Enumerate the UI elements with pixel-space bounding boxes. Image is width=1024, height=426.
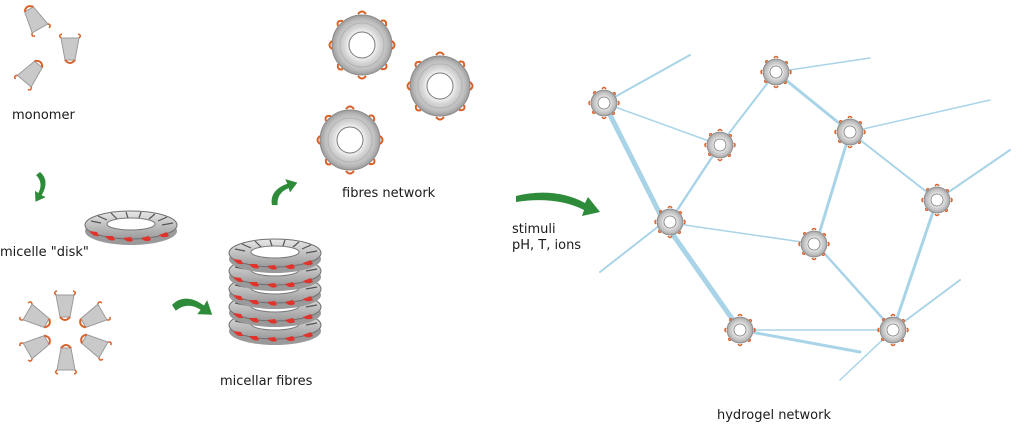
micelle-monomer-ring bbox=[18, 290, 113, 375]
label-stimuli-conditions: pH, T, ions bbox=[512, 238, 582, 253]
monomer-shape bbox=[12, 54, 50, 92]
hydrogel-fibres bbox=[599, 54, 1011, 381]
stimuli-arrow-icon bbox=[516, 192, 600, 216]
fibres-network-rings bbox=[316, 10, 474, 175]
hydrogel-nodes bbox=[588, 55, 953, 347]
arrow-icon bbox=[269, 176, 298, 211]
arrow-icon bbox=[171, 292, 213, 325]
label-micellar-fibres: micellar fibres bbox=[220, 374, 313, 389]
monomers-group bbox=[12, 0, 82, 92]
label-fibres-network: fibres network bbox=[342, 186, 436, 201]
label-micelle-disk: micelle "disk" bbox=[0, 245, 89, 260]
label-stimuli: stimuli bbox=[512, 222, 556, 237]
arrow-icon bbox=[26, 171, 52, 202]
monomer-shape bbox=[58, 33, 82, 64]
monomer-shape bbox=[17, 0, 52, 38]
micelle-disk-shape bbox=[84, 210, 178, 246]
micellar-fibre-stack bbox=[228, 238, 322, 346]
label-hydrogel-network: hydrogel network bbox=[717, 408, 831, 423]
label-monomer: monomer bbox=[12, 108, 75, 123]
